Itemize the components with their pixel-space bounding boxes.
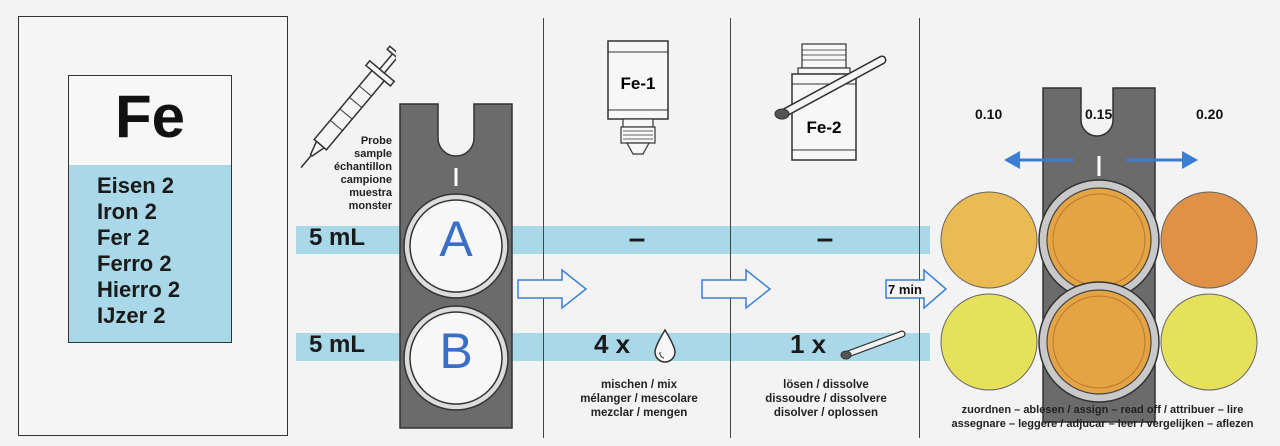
element-name: Fer 2 [97,225,150,250]
step1-row-a: – [628,222,646,255]
level-label: 0.20 [1196,106,1224,122]
step-divider [543,18,544,438]
element-name: Ferro 2 [97,251,172,276]
wait-time: 7 min [888,282,922,297]
volume-b: 5 mL [309,331,366,358]
spoon-icon [774,55,887,120]
caption-line: mélanger / mescolare [580,393,698,405]
element-names: Eisen 2 Iron 2 Fer 2 Ferro 2 Hierro 2 IJ… [69,165,231,342]
arrow-right-icon [885,268,948,310]
arrow-left-icon [1004,151,1074,169]
disc-blank [1160,293,1258,391]
step1-count: 4 x [594,329,631,359]
arrow-right-icon [517,268,588,310]
caption-line: mischen / mix [600,379,678,391]
sample-label-line: muestra [349,187,392,199]
caption-line: zuordnen – ablesen / assign – read off /… [961,404,1244,416]
reagent-label-fe2: Fe-2 [806,118,842,137]
caption-line: lösen / dissolve [783,379,869,391]
caption-line: disolver / oplossen [773,407,879,419]
volume-a: 5 mL [309,224,366,251]
reagent-label-fe1: Fe-1 [620,74,656,93]
disc-015 [1046,187,1152,293]
level-label: 0.10 [975,106,1003,122]
element-name: Eisen 2 [97,173,175,198]
step-divider [730,18,731,438]
syringe-icon [300,45,396,169]
disc-010 [940,191,1038,289]
vial-b-label: B [439,323,473,379]
element-symbol: Fe [114,83,186,150]
step-divider [919,18,920,438]
element-name: Iron 2 [97,199,157,224]
sample-label-line: campione [340,174,392,186]
sample-label-line: échantillon [333,161,392,173]
sample-label-line: Probe [360,135,392,147]
arrow-right-icon [1126,151,1198,169]
spoon-icon [840,330,906,360]
sample-label-line: sample [354,148,392,160]
step2-count: 1 x [790,329,827,359]
level-label: 0.15 [1085,106,1113,122]
element-name: Hierro 2 [97,277,181,302]
drop-icon [654,328,676,363]
arrow-right-icon [701,268,772,310]
disc-sample [1046,289,1152,395]
reagent-bottle-icon [607,40,669,155]
caption-line: dissoudre / dissolvere [765,393,887,405]
vial-a-label: A [439,211,473,267]
sample-label: Probe sample échantillon campione muestr… [330,135,392,213]
color-comparator [940,87,1258,423]
step3-caption: zuordnen – ablesen / assign – read off /… [930,403,1275,431]
step1-caption: mischen / mix mélanger / mescolare mezcl… [553,378,725,420]
step2-caption: lösen / dissolve dissoudre / dissolvere … [740,378,912,420]
comparator-block [399,103,513,429]
disc-blank [940,293,1038,391]
sample-label-line: monster [348,200,392,212]
caption-line: mezclar / mengen [590,407,688,419]
caption-line: assegnare – leggere / adjucar – leer / v… [951,418,1254,430]
disc-020 [1160,191,1258,289]
element-name: IJzer 2 [97,303,166,328]
step2-row-a: – [816,222,834,255]
